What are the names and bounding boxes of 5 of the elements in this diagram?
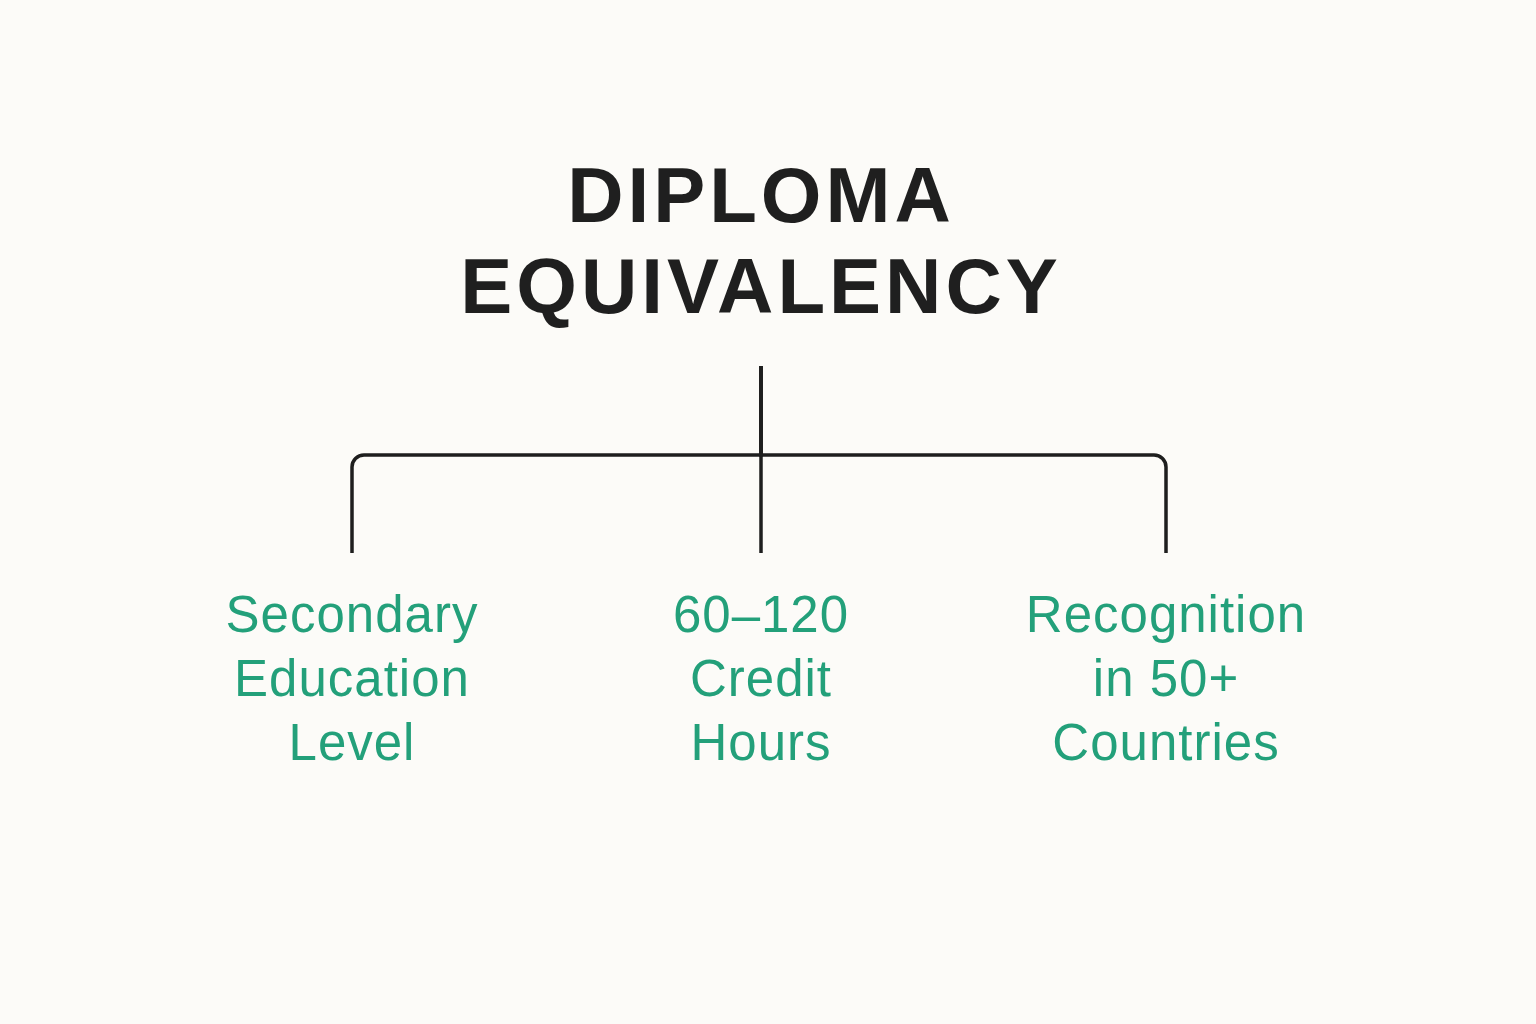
heading: DIPLOMA EQUIVALENCY: [459, 150, 1063, 332]
node-label: Recognition in 50+ Countries: [1024, 585, 1308, 773]
connector-line: [759, 366, 1168, 553]
node-label: Secondary Education Level: [224, 585, 480, 773]
node-label: 60–120 Credit Hours: [671, 585, 851, 773]
